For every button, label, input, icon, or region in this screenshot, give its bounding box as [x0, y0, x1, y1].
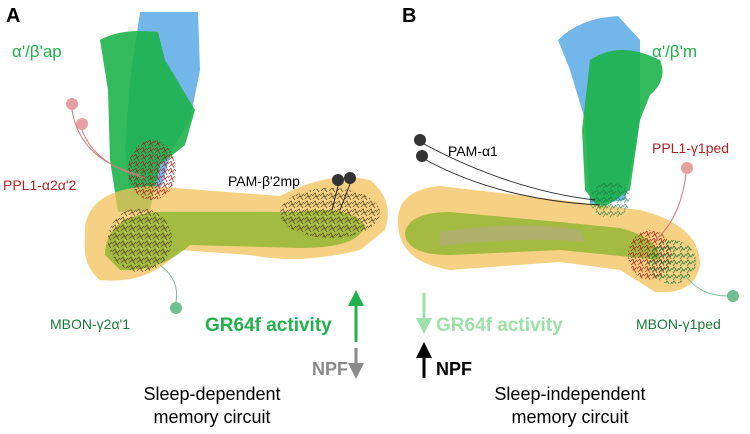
panel-b-pam-soma-2	[416, 150, 428, 162]
panel-b-upper-arbor	[590, 182, 630, 218]
panel-b-ppl1-axon	[654, 173, 687, 241]
panel-a-circuit-line1: Sleep-dependent	[143, 384, 280, 404]
panel-b-gr64f-down-arrow-icon	[416, 293, 432, 334]
panel-b-dan-label: PPL1-γ1ped	[652, 140, 729, 156]
panel-a-ppl1-arbor	[128, 140, 176, 200]
panel-b-circuit-line2: memory circuit	[511, 407, 628, 427]
panel-a-npf-down-arrow-icon	[348, 348, 364, 379]
panel-a-alpha-prime-lobe	[100, 31, 195, 212]
panel-a-ppl1-soma-2	[76, 118, 88, 130]
panel-b-ppl1-soma	[681, 162, 693, 174]
panel-b-pam-label: PAM-α1	[448, 143, 498, 159]
panel-b-mbon-axon	[684, 274, 728, 297]
panel-a-dan-label: PPL1-α2α'2	[3, 177, 77, 193]
panel-b-mbon-soma	[727, 290, 739, 302]
panel-a-lobe-label: α'/β'ap	[12, 42, 62, 61]
panel-a-mbon-axon	[159, 264, 178, 303]
panel-a-mbon-soma	[170, 302, 182, 314]
panel-a-mbon-label: MBON-γ2α'1	[50, 316, 130, 332]
panel-b-mbon-arbor	[648, 240, 696, 284]
panel-a-ppl1-soma-1	[66, 98, 78, 110]
panel-a: A α'/β'ap PPL1-α2α'2 PAM-β'2mp MBON-γ2α'…	[3, 5, 388, 427]
panel-b-letter: B	[402, 5, 416, 27]
panel-b-alpha-prime-lobe	[582, 50, 663, 210]
panel-a-pam-soma-1	[332, 174, 344, 186]
panel-a-circuit-line2: memory circuit	[153, 407, 270, 427]
panel-b: B α'/β'm PPL1-γ1ped PAM-α1 MBON-γ1ped	[397, 5, 739, 427]
panel-b-pam-axon	[423, 143, 601, 206]
panel-a-gr64f-up-arrow-icon	[348, 290, 364, 342]
panel-a-ppl1-axon	[71, 109, 146, 179]
panel-a-pam-axon	[331, 183, 351, 211]
panel-b-npf-label: NPF	[436, 359, 472, 379]
panel-a-pam-label: PAM-β'2mp	[228, 173, 300, 189]
panel-a-gr64f-label: GR64f activity	[205, 315, 332, 336]
panel-a-pam-soma-2	[344, 172, 356, 184]
panel-b-pam-soma-1	[414, 134, 426, 146]
panel-b-circuit-line1: Sleep-independent	[494, 384, 645, 404]
panel-b-gr64f-label: GR64f activity	[436, 315, 563, 336]
panel-b-peduncle-gray	[440, 225, 585, 246]
panel-b-lobe-label: α'/β'm	[652, 42, 697, 61]
panel-a-pam-arbor	[280, 188, 380, 238]
panel-a-mbon-arbor	[108, 208, 172, 272]
panel-b-npf-up-arrow-icon	[416, 342, 432, 378]
panel-a-npf-label: NPF	[312, 359, 348, 379]
panel-b-mbon-label: MBON-γ1ped	[636, 316, 721, 332]
panel-a-letter: A	[6, 5, 20, 27]
